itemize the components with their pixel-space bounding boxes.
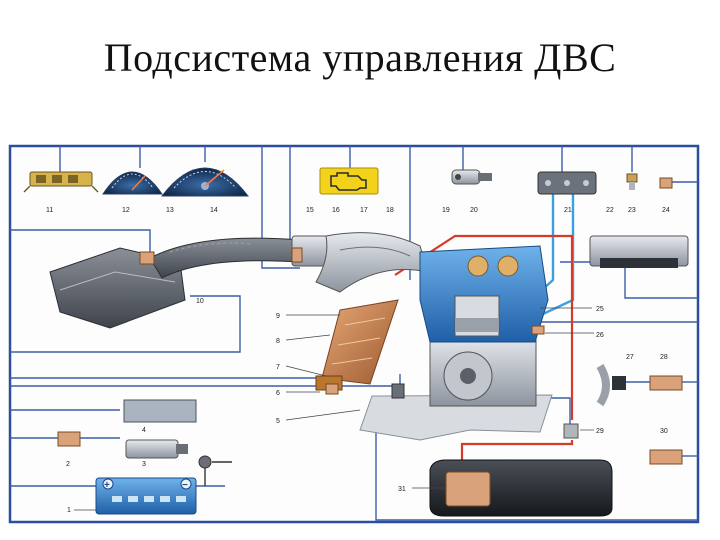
speed-sensor-small (659, 177, 673, 189)
callout-17: 17 (360, 207, 368, 214)
callout-31: 31 (398, 486, 406, 493)
callout-29: 29 (596, 428, 604, 435)
main-relay (125, 439, 188, 459)
ignition-module (537, 171, 597, 195)
tachometer-gauge (102, 171, 163, 195)
air-mass-sensor (139, 251, 155, 265)
callout-2: 2 (66, 461, 70, 468)
relay-unit (123, 399, 197, 423)
callout-11: 11 (46, 207, 53, 214)
fan-relay (57, 431, 81, 447)
phase-sensor (649, 375, 683, 391)
callout-28: 28 (660, 354, 668, 361)
speedometer-gauge (160, 167, 250, 197)
fuel-pressure-sensor (563, 423, 579, 439)
callout-7: 7 (276, 364, 280, 371)
callout-leaders (74, 307, 594, 511)
ecu-controller (589, 235, 689, 268)
callout-8: 8 (276, 338, 280, 345)
callout-22: 22 (606, 207, 614, 214)
callout-5: 5 (276, 418, 280, 425)
oil-pressure-sensor (649, 449, 683, 465)
crankshaft-sensor (596, 363, 626, 407)
engine-block (359, 335, 553, 441)
callout-23: 23 (628, 207, 636, 214)
callout-24: 24 (662, 207, 670, 214)
battery-plus-terminal: + (104, 480, 110, 491)
callout-16: 16 (332, 207, 340, 214)
cylinder-head (419, 245, 549, 343)
callout-27: 27 (626, 354, 634, 361)
speed-sensor (451, 169, 492, 185)
callout-20: 20 (470, 207, 478, 214)
callout-14: 14 (210, 207, 218, 214)
fuse-block (23, 171, 99, 193)
callout-25: 25 (596, 306, 604, 313)
callout-12: 12 (122, 207, 130, 214)
air-filter (49, 247, 186, 329)
intake-manifold (315, 232, 429, 293)
check-engine-lamp (319, 167, 379, 195)
callout-4: 4 (142, 427, 146, 434)
coolant-temp-sensor (531, 325, 545, 335)
battery (95, 477, 197, 515)
callout-26: 26 (596, 332, 604, 339)
callout-18: 18 (386, 207, 394, 214)
battery-minus-terminal: − (182, 480, 188, 491)
callout-13: 13 (166, 207, 174, 214)
slide-title: Подсистема управления ДВС (103, 35, 617, 80)
callout-10: 10 (196, 298, 204, 305)
callout-1: 1 (67, 507, 71, 514)
fuel-tank (429, 459, 613, 517)
callout-3: 3 (142, 461, 146, 468)
callout-6: 6 (276, 390, 280, 397)
oxygen-sensor (325, 383, 339, 395)
callout-30: 30 (660, 428, 668, 435)
knock-sensor (391, 383, 405, 399)
throttle-body (291, 235, 329, 267)
callout-15: 15 (306, 207, 314, 214)
callout-19: 19 (442, 207, 450, 214)
catalytic-converter (315, 299, 399, 391)
callout-labels: 1 2 3 4 5 6 7 8 9 10 11 12 13 14 15 16 1… (46, 207, 670, 514)
callout-9: 9 (276, 313, 280, 320)
temperature-sensor (626, 173, 638, 190)
callout-21: 21 (564, 207, 572, 214)
ignition-switch (198, 455, 232, 486)
